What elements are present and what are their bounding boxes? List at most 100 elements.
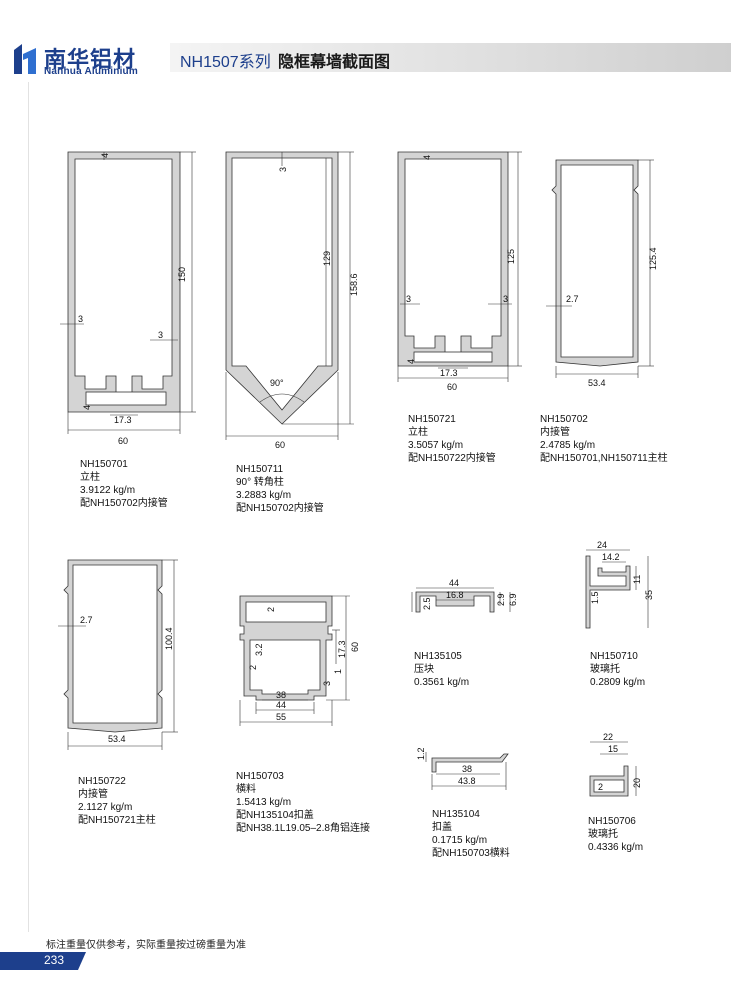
part-weight: 3.2883 kg/m <box>236 490 292 501</box>
dim-nh150710-h15: 1.5 <box>590 591 600 604</box>
part-name: 立柱 <box>80 472 100 483</box>
footer-note: 标注重量仅供参考，实际重量按过磅重量为准 <box>46 940 246 951</box>
part-weight: 0.3561 kg/m <box>414 677 470 688</box>
part-code: NH150722 <box>78 776 126 787</box>
dim-nh150701-height: 150 <box>177 267 187 282</box>
part-note: 配NH135104扣盖 <box>236 810 314 821</box>
part-name: 玻璃托 <box>590 664 620 675</box>
part-weight: 3.5057 kg/m <box>408 440 464 451</box>
dim-nh150703-44: 44 <box>276 700 286 710</box>
dim-nh150722-height: 100.4 <box>164 627 174 650</box>
part-code: NH150721 <box>408 414 456 425</box>
part-name: 内接管 <box>540 427 570 438</box>
profile-nh135104 <box>425 752 509 790</box>
part-weight: 0.4336 kg/m <box>588 842 644 853</box>
part-note: 配NH150703横料 <box>432 848 510 859</box>
part-name: 玻璃托 <box>588 829 618 840</box>
part-name: 压块 <box>414 664 434 675</box>
part-note: 配NH150702内接管 <box>236 503 324 514</box>
dim-nh150702-wall: 2.7 <box>566 294 579 304</box>
brand-name-en: Nanhua Aluminium <box>44 66 138 77</box>
part-code: NH150706 <box>588 816 636 827</box>
dim-nh150703-3: 3 <box>322 681 332 686</box>
caption-nh150711: NH150711 90° 转角柱 3.2883 kg/m 配NH150702内接… <box>236 463 324 515</box>
profile-nh150706 <box>589 741 637 797</box>
dim-nh150706-w22: 22 <box>603 732 613 742</box>
dim-nh150710-h35: 35 <box>644 590 654 600</box>
caption-nh135105: NH135105 压块 0.3561 kg/m <box>414 650 469 689</box>
part-code: NH150701 <box>80 459 128 470</box>
caption-nh150706: NH150706 玻璃托 0.4336 kg/m <box>588 815 643 854</box>
part-weight: 2.1127 kg/m <box>78 802 133 813</box>
page-number-tab <box>0 952 86 970</box>
part-note-2: 配NH38.1L19.05–2.8角铝连接 <box>236 823 370 834</box>
page-number: 233 <box>44 953 65 967</box>
part-note: 配NH150702内接管 <box>80 498 168 509</box>
brand-name-cn: 南华铝材 <box>44 47 137 72</box>
dim-nh150703-55: 55 <box>276 712 286 722</box>
profile-nh150701 <box>60 151 196 434</box>
title-band <box>170 43 731 72</box>
dim-nh135104-w438: 43.8 <box>458 776 476 786</box>
dim-nh135105-h29: 2.9 <box>496 593 506 606</box>
dim-nh150703-60: 60 <box>350 642 360 652</box>
dim-nh150701-wall: 3 <box>78 314 83 324</box>
dim-nh150721-wall2: 3 <box>503 294 508 304</box>
series-label: NH1507系列 <box>180 54 271 71</box>
part-weight: 1.5413 kg/m <box>236 797 292 808</box>
part-weight: 2.4785 kg/m <box>540 440 596 451</box>
part-code: NH150711 <box>236 464 284 475</box>
caption-nh135104: NH135104 扣盖 0.1715 kg/m 配NH150703横料 <box>432 808 510 860</box>
part-name: 90° 转角柱 <box>236 477 284 488</box>
dim-nh150721-slot: 17.3 <box>440 368 458 378</box>
nanhua-logo-icon <box>14 44 36 74</box>
dim-nh150701-wall2: 3 <box>158 330 163 340</box>
caption-nh150703: NH150703 横料 1.5413 kg/m 配NH135104扣盖 配NH3… <box>236 770 370 835</box>
part-weight: 0.2809 kg/m <box>590 677 646 688</box>
dim-nh150701-slot: 17.3 <box>114 415 132 425</box>
part-name: 横料 <box>236 784 256 795</box>
part-code: NH150702 <box>540 414 588 425</box>
part-note: 配NH150721主柱 <box>78 815 156 826</box>
profile-nh150711 <box>225 151 354 440</box>
dim-nh150703-2a: 2 <box>266 607 276 612</box>
part-code: NH150710 <box>590 651 638 662</box>
dim-nh135105-w44: 44 <box>449 578 459 588</box>
dim-nh150703-38: 38 <box>276 690 286 700</box>
dim-nh150721-height: 125 <box>506 249 516 264</box>
part-name: 扣盖 <box>432 822 452 833</box>
profile-nh150702 <box>546 159 654 378</box>
dim-nh150703-2b: 2 <box>248 665 258 670</box>
caption-nh150722: NH150722 内接管 2.1127 kg/m 配NH150721主柱 <box>78 775 156 827</box>
dim-nh150722-width: 53.4 <box>108 734 126 744</box>
dim-nh150711-angle: 90° <box>270 378 284 388</box>
part-weight: 0.1715 kg/m <box>432 835 488 846</box>
part-note: 配NH150701,NH150711主柱 <box>540 453 668 464</box>
part-code: NH135105 <box>414 651 462 662</box>
dim-nh150721-top: 4 <box>422 155 432 160</box>
part-weight: 3.9122 kg/m <box>80 485 136 496</box>
caption-nh150701: NH150701 立柱 3.9122 kg/m 配NH150702内接管 <box>80 458 168 510</box>
caption-nh150702: NH150702 内接管 2.4785 kg/m 配NH150701,NH150… <box>540 413 668 465</box>
part-code: NH150703 <box>236 771 284 782</box>
dim-nh150703-1: 1 <box>333 669 343 674</box>
dim-nh150721-wall: 3 <box>406 294 411 304</box>
dim-nh150703-32: 3.2 <box>254 643 264 656</box>
dim-nh135104-d12: 1.2 <box>416 747 426 760</box>
dim-nh150710-h11: 11 <box>632 575 642 584</box>
profile-nh150721 <box>397 151 522 382</box>
dim-nh150710-w24: 24 <box>597 540 607 550</box>
dim-nh150703-173: 17.3 <box>337 640 347 658</box>
part-name: 内接管 <box>78 789 108 800</box>
dim-nh150702-height: 125.4 <box>648 247 658 270</box>
dim-nh150706-h20: 20 <box>632 778 642 788</box>
dim-nh150721-width: 60 <box>447 382 457 392</box>
part-name: 立柱 <box>408 427 428 438</box>
page-header: 南华铝材 Nanhua Aluminium NH1507系列 隐框幕墙截面图 <box>0 0 731 82</box>
dim-nh150711-side: 129 <box>322 251 332 266</box>
caption-nh150710: NH150710 玻璃托 0.2809 kg/m <box>590 650 645 689</box>
profile-nh150710 <box>585 549 649 629</box>
dim-nh135104-w38: 38 <box>462 764 472 774</box>
dim-nh150706-h2: 2 <box>598 782 603 792</box>
